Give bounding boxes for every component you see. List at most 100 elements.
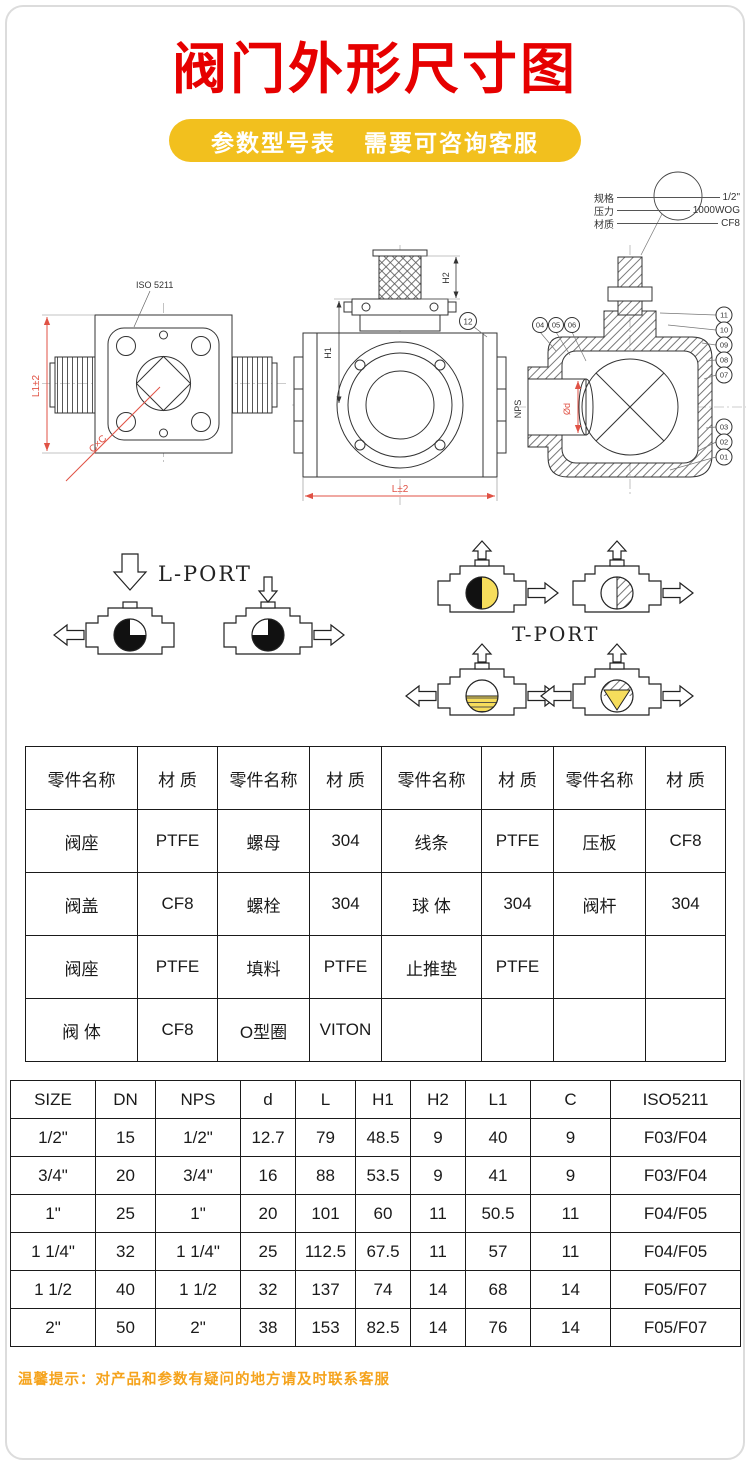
dim-nps-label: NPS <box>513 400 523 419</box>
table-cell <box>645 935 726 999</box>
valve-stem-icon <box>122 601 138 609</box>
callout-11: 11 <box>720 311 728 320</box>
dim-l-label: L±2 <box>392 484 409 495</box>
footer-note: 温馨提示：对产品和参数有疑问的地方请及时联系客服 <box>18 1372 390 1388</box>
table-cell: 阀座 <box>25 935 138 999</box>
table-cell: 112.5 <box>295 1232 356 1271</box>
table-cell: 压板 <box>553 809 646 873</box>
table-cell: 14 <box>530 1308 611 1347</box>
column-header-cell: d <box>240 1080 296 1119</box>
ball-l-port-icon <box>251 618 285 652</box>
table-cell: 1 1/2 <box>10 1270 96 1309</box>
dim-od-label: Ød <box>562 403 572 415</box>
table-cell: F05/F07 <box>610 1270 741 1309</box>
flow-arrow-down-icon <box>257 576 279 603</box>
column-header-cell: 零件名称 <box>381 746 482 810</box>
table-cell: 88 <box>295 1156 356 1195</box>
flow-arrow-left-icon <box>53 623 85 647</box>
t-port-valve-4 <box>540 643 694 716</box>
table-cell: 82.5 <box>355 1308 411 1347</box>
table-cell: F04/F05 <box>610 1232 741 1271</box>
ball-t-port-icon <box>465 576 499 610</box>
table-cell: 2" <box>10 1308 96 1347</box>
table-cell: 11 <box>410 1232 466 1271</box>
column-header-cell: NPS <box>155 1080 241 1119</box>
spec-label: 材质 <box>594 220 614 231</box>
table-cell: 1/2" <box>10 1118 96 1157</box>
table-cell: 1/2" <box>155 1118 241 1157</box>
table-cell: 阀座 <box>25 809 138 873</box>
table-cell: 球 体 <box>381 872 482 936</box>
column-header-cell: 材 质 <box>137 746 218 810</box>
table-cell <box>553 998 646 1062</box>
ball-t-port-icon <box>465 679 499 713</box>
column-header-cell: L <box>295 1080 356 1119</box>
front-view-drawing <box>42 290 286 482</box>
flow-arrow-left-icon <box>540 684 572 708</box>
flow-arrow-right-icon <box>662 581 694 605</box>
column-header-cell: SIZE <box>10 1080 96 1119</box>
spec-balloon-icon <box>640 171 703 256</box>
valve-dimension-drawing: ISO 5211 L1±2 C×C <box>31 171 746 505</box>
table-cell: PTFE <box>137 935 218 999</box>
table-cell: 48.5 <box>355 1118 411 1157</box>
table-cell: F05/F07 <box>610 1308 741 1347</box>
flow-arrow-up-icon <box>471 540 493 560</box>
flow-arrow-left-icon <box>405 684 437 708</box>
table-cell: PTFE <box>137 809 218 873</box>
table-cell: 57 <box>465 1232 531 1271</box>
table-cell: 9 <box>410 1118 466 1157</box>
spec-label: 压力 <box>594 207 614 218</box>
column-header-cell: ISO5211 <box>610 1080 741 1119</box>
column-header-cell: H1 <box>355 1080 411 1119</box>
table-cell: 20 <box>95 1156 156 1195</box>
table-cell: 止推垫 <box>381 935 482 999</box>
column-header-cell: 零件名称 <box>25 746 138 810</box>
callout-12: 12 <box>464 318 473 327</box>
table-cell: 32 <box>95 1232 156 1271</box>
table-cell: 填料 <box>217 935 310 999</box>
table-cell: 线条 <box>381 809 482 873</box>
table-cell: 阀盖 <box>25 872 138 936</box>
callout-04: 04 <box>536 321 544 330</box>
table-cell: 53.5 <box>355 1156 411 1195</box>
table-cell: 16 <box>240 1156 296 1195</box>
table-cell <box>381 998 482 1062</box>
table-cell <box>553 935 646 999</box>
table-cell: 38 <box>240 1308 296 1347</box>
l-port-label: L-PORT <box>158 562 252 586</box>
callout-09: 09 <box>720 341 728 350</box>
table-cell: 14 <box>530 1270 611 1309</box>
dim-l1-label: L1±2 <box>31 374 42 397</box>
l-port-valve-1 <box>53 601 175 655</box>
table-cell: 11 <box>530 1232 611 1271</box>
spec-label: 规格 <box>594 194 614 205</box>
valve-stem-icon <box>474 559 490 567</box>
table-cell: O型圈 <box>217 998 310 1062</box>
flow-arrow-right-icon <box>313 623 345 647</box>
table-cell: 9 <box>530 1118 611 1157</box>
table-cell: PTFE <box>481 935 554 999</box>
spec-row-material: 材质 CF8 <box>594 217 740 231</box>
table-cell: 螺栓 <box>217 872 310 936</box>
table-cell: 79 <box>295 1118 356 1157</box>
table-cell: 76 <box>465 1308 531 1347</box>
callout-03: 03 <box>720 423 728 432</box>
column-header-cell: 材 质 <box>481 746 554 810</box>
table-cell: PTFE <box>309 935 382 999</box>
table-cell: F03/F04 <box>610 1156 741 1195</box>
table-cell: 11 <box>530 1194 611 1233</box>
table-cell: 12.7 <box>240 1118 296 1157</box>
flow-arrow-up-icon <box>606 540 628 560</box>
leader-line <box>617 210 690 211</box>
table-cell: 40 <box>465 1118 531 1157</box>
table-cell: 25 <box>240 1232 296 1271</box>
table-cell: 3/4" <box>155 1156 241 1195</box>
callout-07: 07 <box>720 371 728 380</box>
